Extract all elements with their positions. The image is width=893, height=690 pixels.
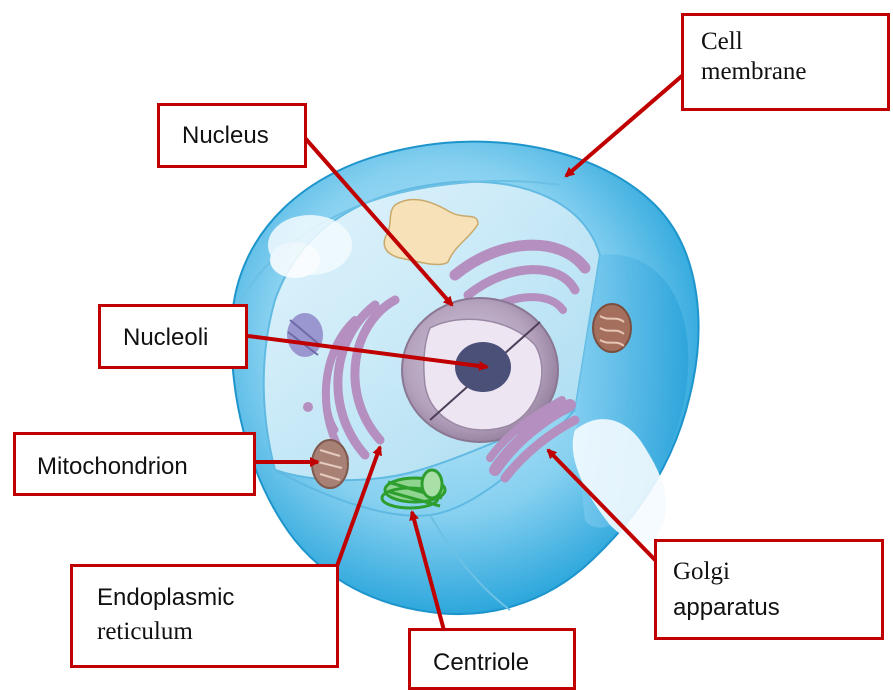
vesicle (303, 402, 313, 412)
label-cell-membrane-line1: Cell (701, 27, 887, 57)
label-mitochondrion-text: Mitochondrion (37, 452, 253, 482)
label-er-line1: Endoplasmic (97, 583, 336, 613)
arrow-cell-membrane (566, 75, 683, 176)
label-cell-membrane: Cell membrane (681, 13, 890, 111)
label-centriole-text: Centriole (433, 648, 573, 678)
mitochondrion-right (593, 304, 631, 352)
label-centriole: Centriole (408, 628, 576, 690)
label-golgi-line1: Golgi (673, 557, 881, 587)
label-nucleus: Nucleus (157, 103, 307, 168)
label-golgi-apparatus: Golgi apparatus (654, 539, 884, 640)
label-nucleoli-text: Nucleoli (123, 323, 245, 353)
label-er-line2: reticulum (97, 617, 336, 647)
label-cell-membrane-line2: membrane (701, 57, 887, 87)
ribosome-stack (287, 313, 323, 357)
label-nucleus-text: Nucleus (182, 121, 304, 151)
label-golgi-line2: apparatus (673, 593, 881, 623)
label-mitochondrion: Mitochondrion (13, 432, 256, 496)
label-nucleoli: Nucleoli (98, 304, 248, 369)
label-endoplasmic-reticulum: Endoplasmic reticulum (70, 564, 339, 668)
